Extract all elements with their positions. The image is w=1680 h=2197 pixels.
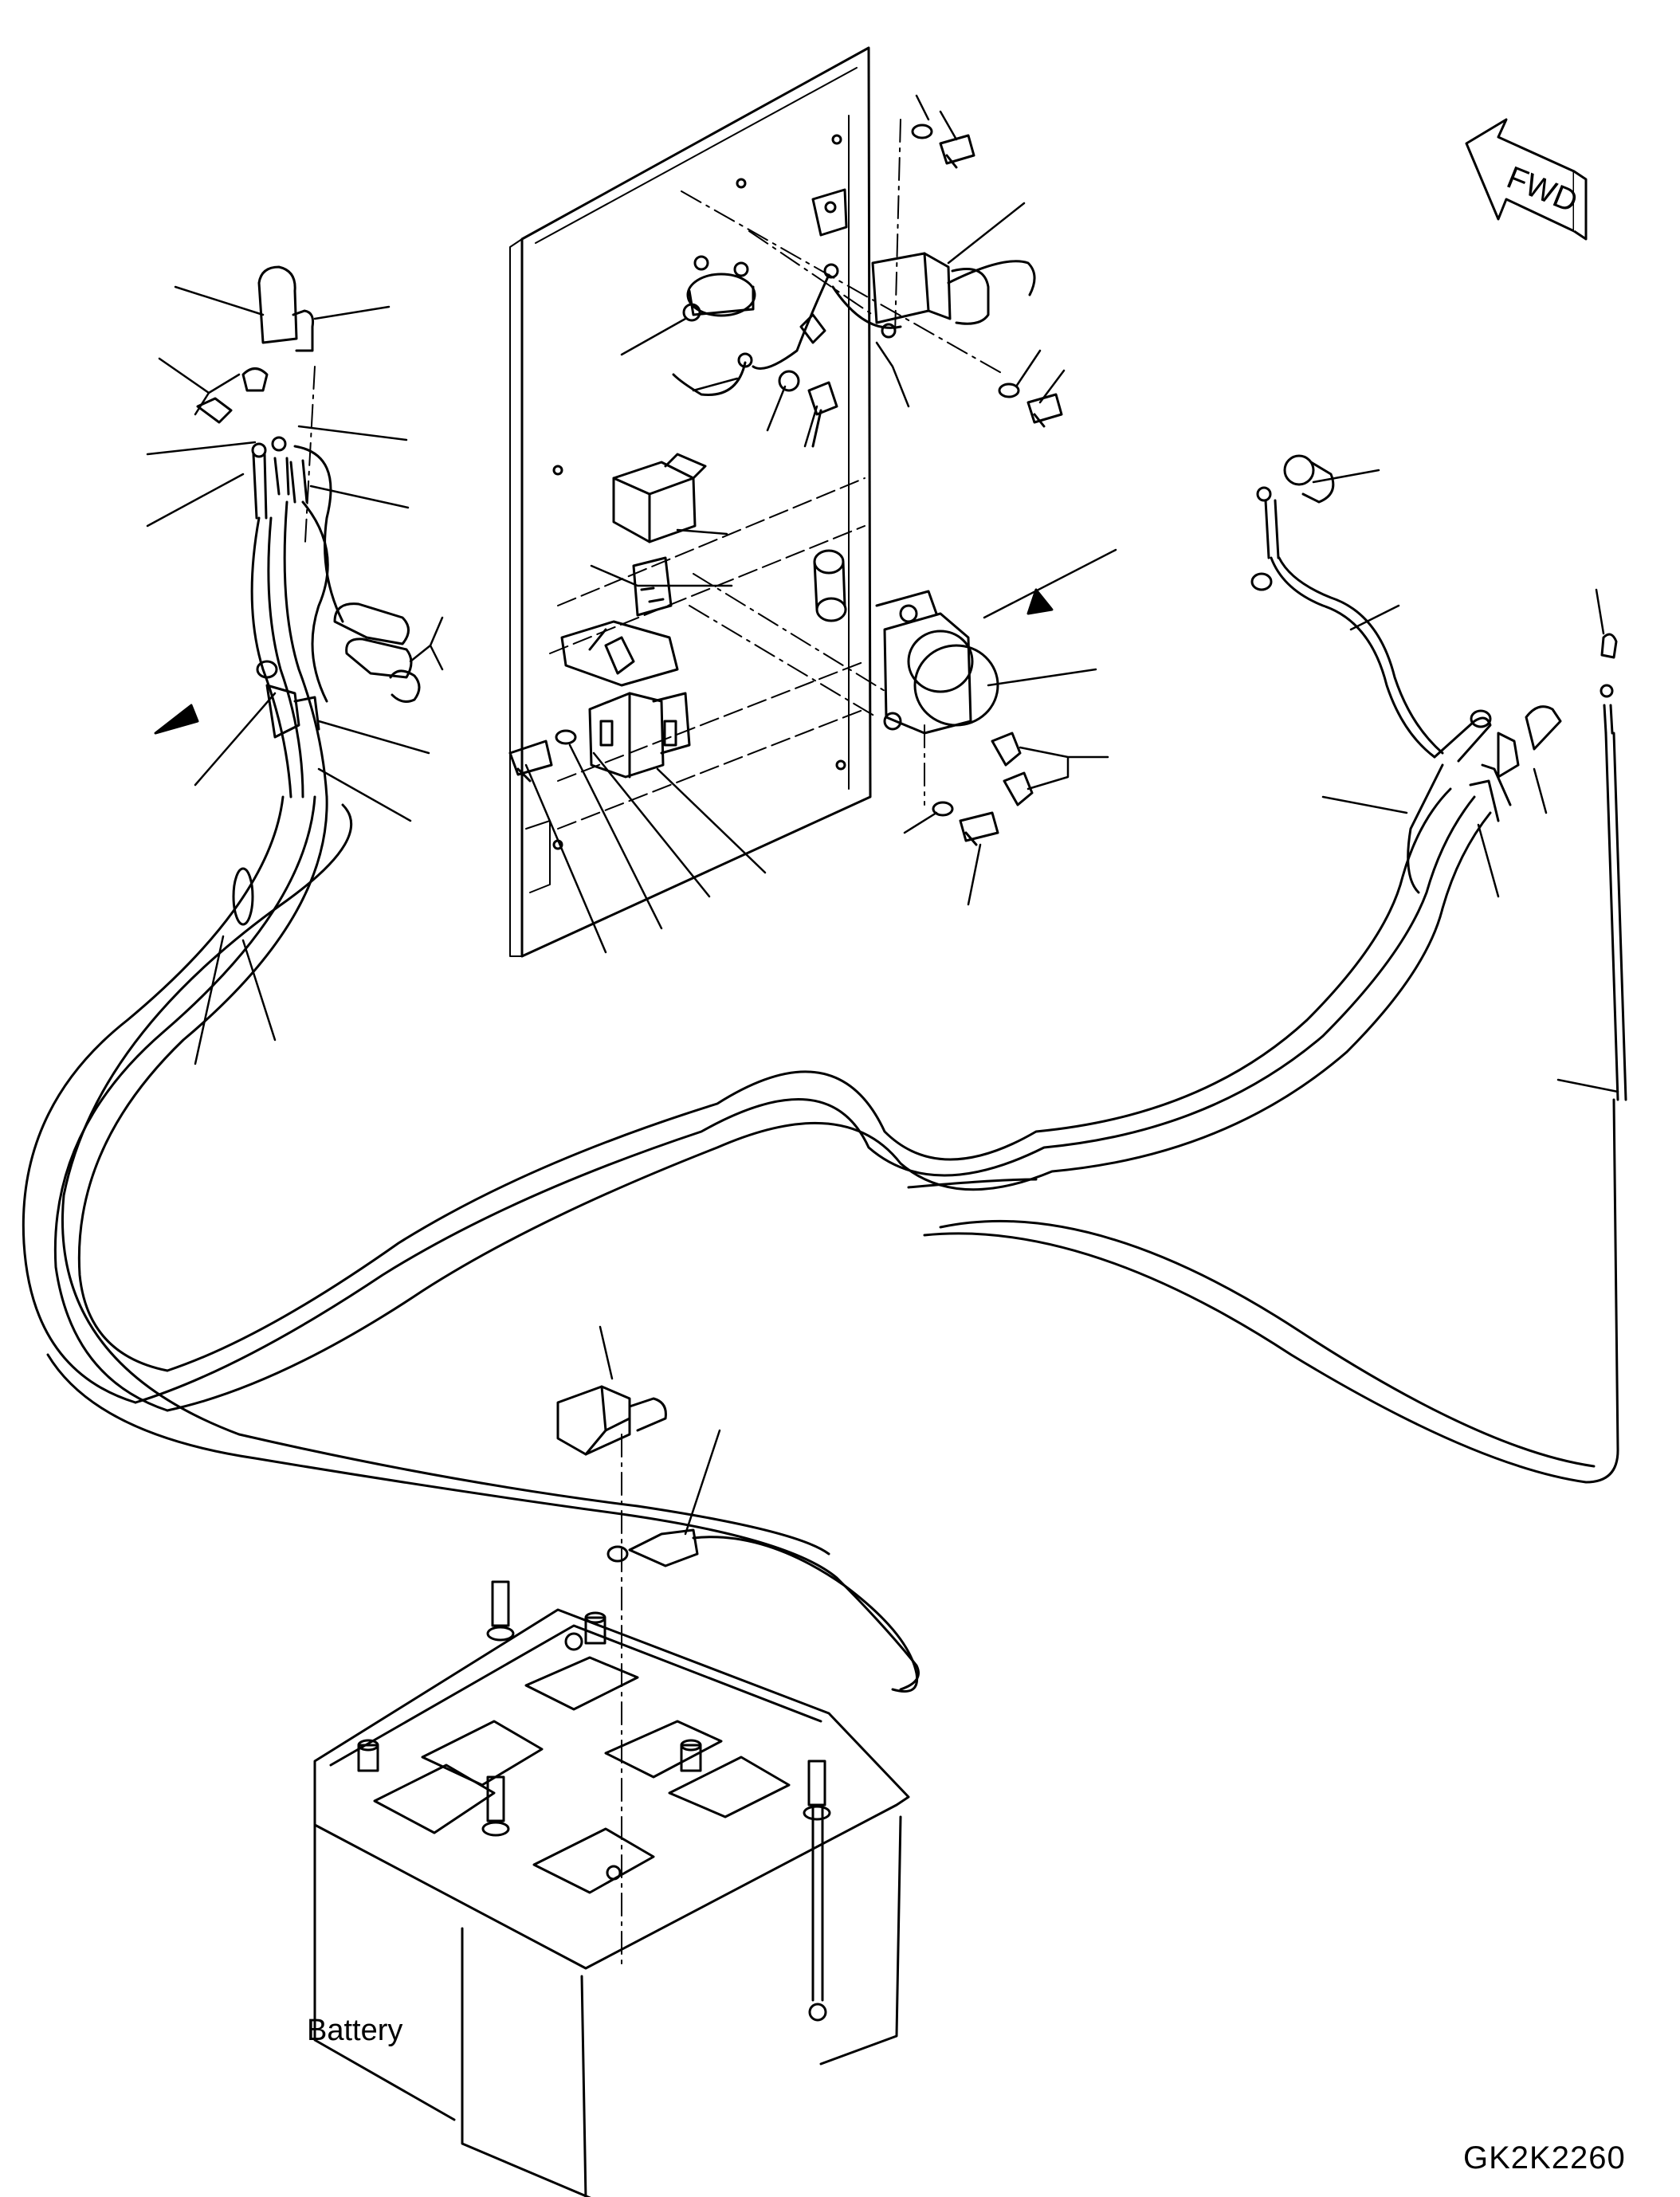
- leader-arrowheads: [154, 588, 1054, 735]
- solenoid-switch: [682, 255, 756, 322]
- bolts-top-right: [911, 124, 1063, 428]
- battery-relay: [875, 590, 999, 735]
- battery-terminal-cover: [556, 1385, 667, 1456]
- relay-top: [871, 252, 1036, 339]
- relay-bracket: [811, 188, 848, 237]
- right-single-wire: [1600, 633, 1627, 1101]
- axis-lines: [304, 119, 1005, 1969]
- cylinder-spacer: [813, 549, 847, 622]
- bolts-middle: [508, 729, 999, 846]
- left-bundle-top: [232, 445, 344, 926]
- right-terminal-cap-top: [1256, 454, 1335, 504]
- terminal-covers-relay: [991, 732, 1034, 806]
- relay-middle: [612, 453, 707, 543]
- right-cable-terminals: [1407, 705, 1562, 894]
- battery: [313, 1580, 910, 2197]
- left-cable-ends: [251, 436, 308, 520]
- fwd-direction-arrow: FWD: [1465, 118, 1588, 241]
- right-cable-upper: [1250, 499, 1444, 759]
- ground-leads: [672, 263, 902, 448]
- main-cable-loop: [22, 787, 1619, 1691]
- left-terminal-boots: [333, 602, 421, 703]
- ground-cable-lug: [606, 1528, 919, 1693]
- left-terminal-caps: [196, 265, 314, 424]
- battery-label: Battery: [307, 2014, 403, 2047]
- leader-lines: [146, 94, 1619, 1536]
- fuse-holder: [632, 556, 673, 617]
- plate-bracket: [588, 692, 691, 779]
- drawing-code: GK2K2260: [1463, 2140, 1626, 2175]
- bracket-middle: [560, 620, 679, 687]
- mounting-panel: [509, 46, 872, 958]
